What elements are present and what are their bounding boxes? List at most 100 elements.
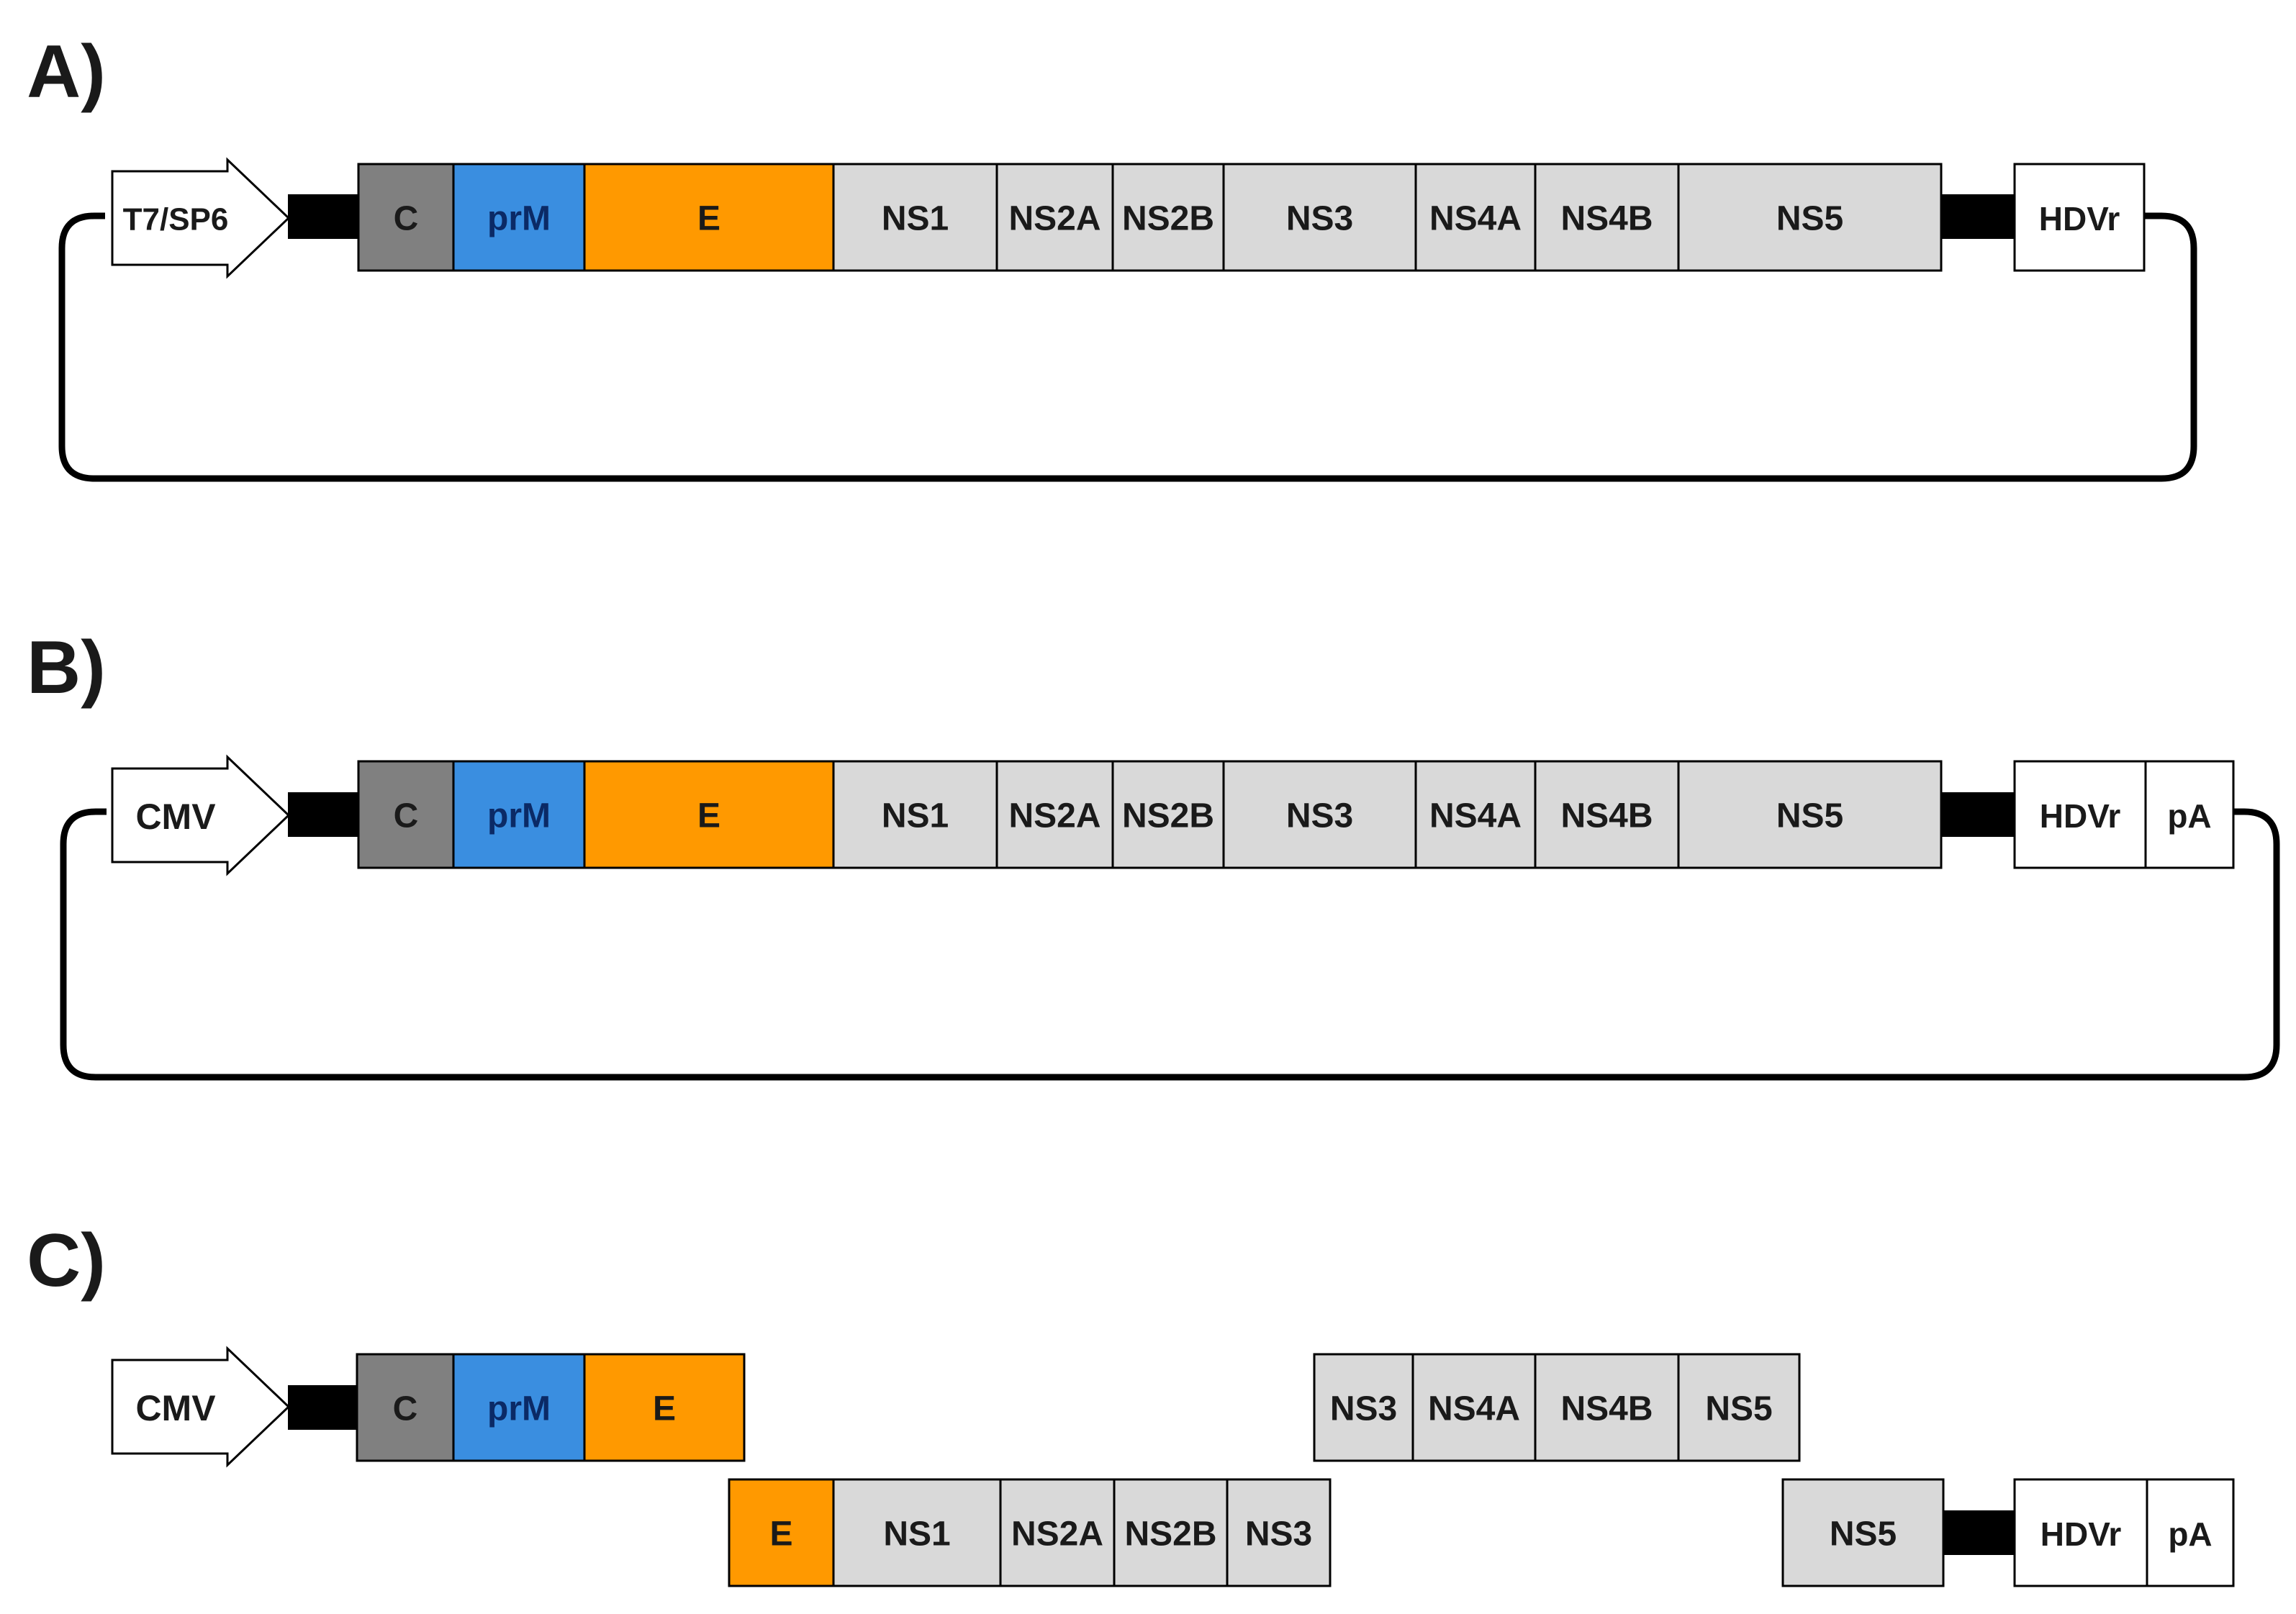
segment-ns3-box — [1222, 163, 1417, 272]
promoter-label: CMV — [135, 1388, 216, 1428]
segment-ns5-label: NS5 — [1776, 797, 1843, 835]
segment-ns2a-box — [995, 760, 1114, 869]
segment-c-label: C — [394, 200, 419, 238]
segment-ns3: NS3 — [1222, 760, 1417, 869]
promoter-arrow: T7/SP6 — [111, 157, 291, 279]
segment-e-label: E — [653, 1390, 676, 1428]
segment-ns2a-box — [999, 1478, 1116, 1587]
segment-ns5: NS5 — [1781, 1478, 1945, 1587]
segment-prm: prM — [452, 163, 586, 272]
segment-e-box — [583, 163, 835, 272]
segment-ns2b: NS2B — [1113, 1478, 1229, 1587]
segment-ns4b-label: NS4B — [1560, 1390, 1653, 1428]
segment-prm-label: prM — [487, 1390, 551, 1428]
panel-label: A) — [27, 30, 106, 114]
segment-ns2a: NS2A — [995, 163, 1114, 272]
segment-e: E — [728, 1478, 835, 1587]
segment-ns3: NS3 — [1313, 1353, 1414, 1462]
promoter-arrow: CMV — [111, 754, 291, 876]
segment-prm-box — [452, 1353, 586, 1462]
segment-ns5: NS5 — [1677, 163, 1943, 272]
segment-ns2a-label: NS2A — [1008, 797, 1100, 835]
segment-ns4b-box — [1534, 163, 1680, 272]
segment-c: C — [356, 1353, 455, 1462]
segment-ns4b-box — [1534, 1353, 1680, 1462]
segment-ns2a: NS2A — [995, 760, 1114, 869]
segment-ns4b: NS4B — [1534, 760, 1680, 869]
promoter-label: CMV — [135, 797, 216, 837]
plasmid-backbone — [60, 808, 2280, 1081]
panel-label: B) — [27, 626, 106, 709]
segment-ns2b-label: NS2B — [1124, 1515, 1216, 1554]
segment-ns4b-box — [1534, 760, 1680, 869]
segment-e-box — [583, 760, 835, 869]
segment-ns2b: NS2B — [1111, 163, 1225, 272]
linker-block — [1943, 1510, 2015, 1555]
segment-hdvr-label: HDVr — [2039, 200, 2120, 237]
segment-ns4a-box — [1411, 1353, 1537, 1462]
segment-e-box — [583, 1353, 746, 1462]
segment-ns1-label: NS1 — [883, 1515, 950, 1554]
segment-hdvr-label: HDVr — [2040, 1515, 2122, 1553]
linker-block — [288, 194, 358, 239]
segment-ns3: NS3 — [1222, 163, 1417, 272]
segment-ns4b: NS4B — [1534, 1353, 1680, 1462]
segment-ns4a-label: NS4A — [1428, 1390, 1520, 1428]
segment-e: E — [583, 760, 835, 869]
segment-ns2a-label: NS2A — [1011, 1515, 1103, 1554]
segment-ns3-label: NS3 — [1245, 1515, 1312, 1554]
segment-ns2b-label: NS2B — [1122, 797, 1214, 835]
segment-ns2b: NS2B — [1111, 760, 1225, 869]
segment-e-label: E — [697, 200, 720, 238]
linker-block — [1941, 792, 2015, 837]
segment-pa-box — [2144, 760, 2235, 869]
panel-label: C) — [27, 1219, 106, 1302]
segment-ns4b-label: NS4B — [1560, 200, 1653, 238]
segment-e: E — [583, 1353, 746, 1462]
segment-c-label: C — [394, 797, 419, 835]
segment-prm: prM — [452, 760, 586, 869]
segment-ns4b-label: NS4B — [1560, 797, 1653, 835]
segment-hdvr-box — [2013, 1478, 2148, 1587]
segment-e-label: E — [769, 1515, 792, 1554]
segment-ns1-label: NS1 — [882, 797, 949, 835]
segment-c-box — [357, 163, 455, 272]
segment-ns4a-box — [1414, 163, 1537, 272]
segment-ns4a: NS4A — [1414, 760, 1537, 869]
segment-c: C — [357, 760, 455, 869]
segment-prm: prM — [452, 1353, 586, 1462]
segment-ns5: NS5 — [1677, 760, 1943, 869]
segment-prm-box — [452, 163, 586, 272]
segment-ns5-label: NS5 — [1705, 1390, 1772, 1428]
segment-ns2b-box — [1111, 760, 1225, 869]
segment-e-label: E — [697, 797, 720, 835]
segment-ns5-box — [1677, 1353, 1801, 1462]
segment-ns2a: NS2A — [999, 1478, 1116, 1587]
segment-ns4a: NS4A — [1411, 1353, 1537, 1462]
linker-block — [288, 1385, 357, 1430]
segment-pa: pA — [2146, 1478, 2235, 1587]
segment-ns1: NS1 — [832, 1478, 1002, 1587]
segment-prm-label: prM — [487, 797, 551, 835]
segment-prm-box — [452, 760, 586, 869]
segment-ns3-label: NS3 — [1286, 200, 1353, 238]
linker-block — [1941, 194, 2015, 239]
segment-hdvr-box — [2013, 163, 2146, 272]
segment-ns1-box — [832, 760, 998, 869]
segment-ns5-label: NS5 — [1830, 1515, 1897, 1554]
segment-c-label: C — [393, 1390, 418, 1428]
segment-ns3-label: NS3 — [1286, 797, 1353, 835]
segment-ns2b-label: NS2B — [1122, 200, 1214, 238]
segment-c: C — [357, 163, 455, 272]
segment-ns4a: NS4A — [1414, 163, 1537, 272]
segment-ns1-label: NS1 — [882, 200, 949, 238]
segment-e: E — [583, 163, 835, 272]
segment-c-box — [356, 1353, 455, 1462]
segment-pa-box — [2146, 1478, 2235, 1587]
segment-prm-label: prM — [487, 200, 551, 238]
segment-ns5: NS5 — [1677, 1353, 1801, 1462]
